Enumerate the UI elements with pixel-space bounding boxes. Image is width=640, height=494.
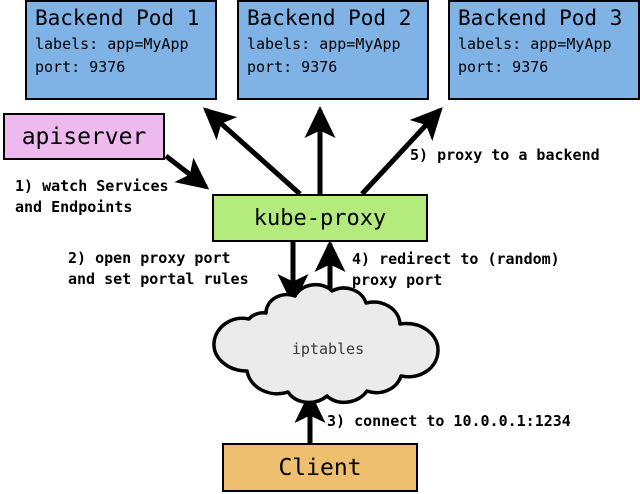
pod-title: Backend Pod 3 [458,6,623,30]
iptables-cloud [212,283,440,405]
step-3-label: 3) connect to 10.0.0.1:1234 [327,411,571,432]
apiserver-node: apiserver [3,113,165,160]
step-1-label: 1) watch Services and Endpoints [15,176,169,218]
iptables-label: iptables [291,340,365,358]
apiserver-label: apiserver [21,123,147,150]
backend-pod-1: Backend Pod 1 labels: app=MyApp port: 93… [25,0,217,100]
backend-pod-2: Backend Pod 2 labels: app=MyApp port: 93… [237,0,429,100]
kube-proxy-node: kube-proxy [212,194,428,242]
step-2-line-2: and set portal rules [68,270,249,288]
pod-title: Backend Pod 2 [247,6,412,30]
arrow-kubeproxy-to-pod-1 [203,107,302,196]
backend-pod-3: Backend Pod 3 labels: app=MyApp port: 93… [448,0,640,100]
arrow-kubeproxy-to-pod-3 [360,107,443,196]
step-2-line-1: 2) open proxy port [68,249,231,267]
pod-labels: labels: app=MyApp [458,35,612,53]
pod-labels: labels: app=MyApp [247,35,401,53]
client-node: Client [222,443,418,492]
pod-port: port: 9376 [35,58,126,76]
step-1-line-1: 1) watch Services [15,177,169,195]
step-5-label: 5) proxy to a backend [410,145,600,166]
step-5-line-1: 5) proxy to a backend [410,146,600,164]
client-label: Client [278,454,362,481]
pod-port: port: 9376 [458,58,549,76]
step-4-label: 4) redirect to (random) proxy port [352,249,560,291]
pod-title: Backend Pod 1 [35,6,200,30]
kube-proxy-label: kube-proxy [253,205,387,231]
step-4-line-1: 4) redirect to (random) [352,250,560,268]
step-1-line-2: and Endpoints [15,198,133,216]
pod-labels: labels: app=MyApp [35,35,189,53]
pod-port: port: 9376 [247,58,338,76]
step-3-line-1: 3) connect to 10.0.0.1:1234 [327,412,571,430]
arrow-apiserver-to-kubeproxy [164,154,210,190]
step-2-label: 2) open proxy port and set portal rules [68,248,249,290]
step-4-line-2: proxy port [352,271,443,289]
